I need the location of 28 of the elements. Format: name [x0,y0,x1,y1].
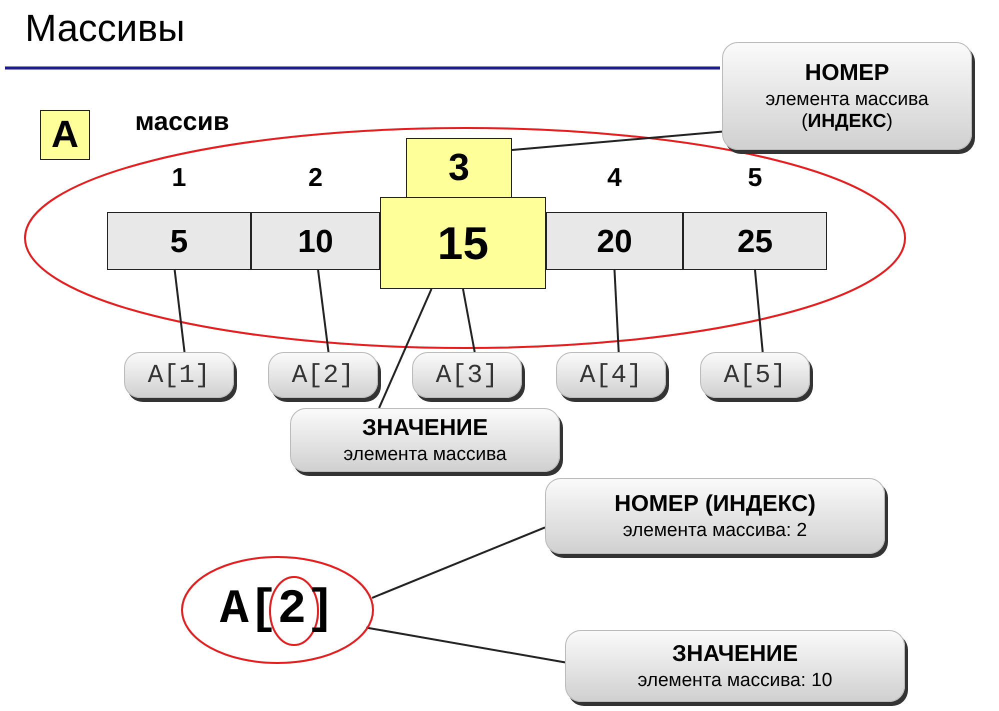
index-number: 2 [307,162,324,193]
array-cell: 25 [683,212,827,270]
callout-text: элемента массива: 10 [638,670,832,692]
array-cell: 5 [107,212,251,270]
leader-line [462,288,476,352]
callout-heading: ЗНАЧЕНИЕ [362,414,488,441]
leader-line [754,270,764,352]
array-cell: 20 [546,212,683,270]
callout-heading: НОМЕР (ИНДЕКС) [614,490,816,517]
index-number: 5 [746,162,764,193]
callout-text: элемента массива: 2 [622,520,808,542]
array-cell: 15 [380,197,546,289]
callout-text: элемента массива [343,444,507,466]
slide-title: Массивы [25,8,185,51]
leader-line [372,526,546,599]
callout-text: элемента массива (ИНДЕКС) [764,89,930,133]
leader-line [512,130,722,151]
index-number: 1 [170,162,188,193]
leader-line [174,270,186,352]
callout-heading: ЗНАЧЕНИЕ [672,640,798,667]
name-box: A [40,110,90,160]
index-box: 3 [406,138,512,198]
index-number: 4 [606,162,623,193]
array-name-label: массив [135,106,230,137]
callout-heading: НОМЕР [804,59,890,86]
leader-line [366,626,566,664]
leader-line [614,270,620,352]
array-cell: 10 [251,212,380,270]
